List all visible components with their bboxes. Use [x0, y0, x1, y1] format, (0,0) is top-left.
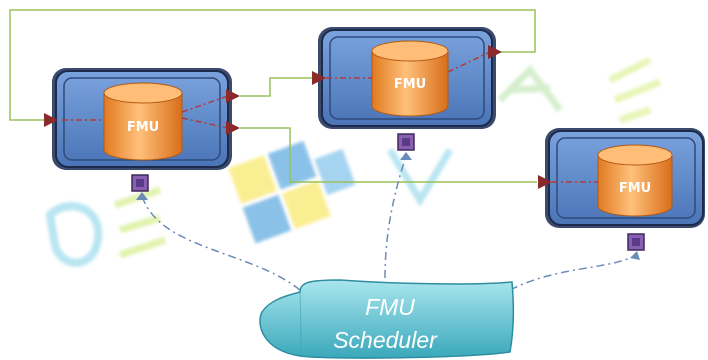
output-port	[488, 45, 502, 59]
background-watermark	[45, 56, 662, 267]
input-port	[538, 175, 552, 189]
fmu-block-1: FMU	[44, 68, 240, 192]
schedule-line-fmu1	[141, 195, 301, 291]
output-port	[226, 89, 240, 103]
input-port	[312, 71, 326, 85]
fmu-block-2: FMU	[312, 27, 502, 151]
schedule-line-fmu3	[509, 254, 637, 291]
fmu-label: FMU	[394, 77, 426, 92]
connection-fmu1-fmu3	[240, 127, 537, 183]
fmu-cylinder: FMU	[103, 82, 183, 161]
schedule-line-fmu2	[384, 155, 407, 279]
schedule-lines	[136, 152, 640, 291]
fmu-cylinder: FMU	[597, 144, 673, 217]
scheduler-label-line2: Scheduler	[333, 327, 438, 353]
fmu-block-3: FMU	[538, 128, 705, 251]
fmu-scheduler: FMU Scheduler	[259, 279, 515, 359]
fmu-cylinder: FMU	[371, 40, 449, 117]
input-port	[44, 113, 58, 127]
connection-lines	[9, 9, 537, 183]
fmu-label: FMU	[127, 120, 159, 135]
fmu-label: FMU	[619, 181, 651, 196]
scheduler-label-line1: FMU	[365, 294, 415, 320]
connection-fmu1-fmu2	[240, 77, 312, 97]
output-port	[226, 121, 240, 135]
feedback-connection	[9, 9, 536, 121]
